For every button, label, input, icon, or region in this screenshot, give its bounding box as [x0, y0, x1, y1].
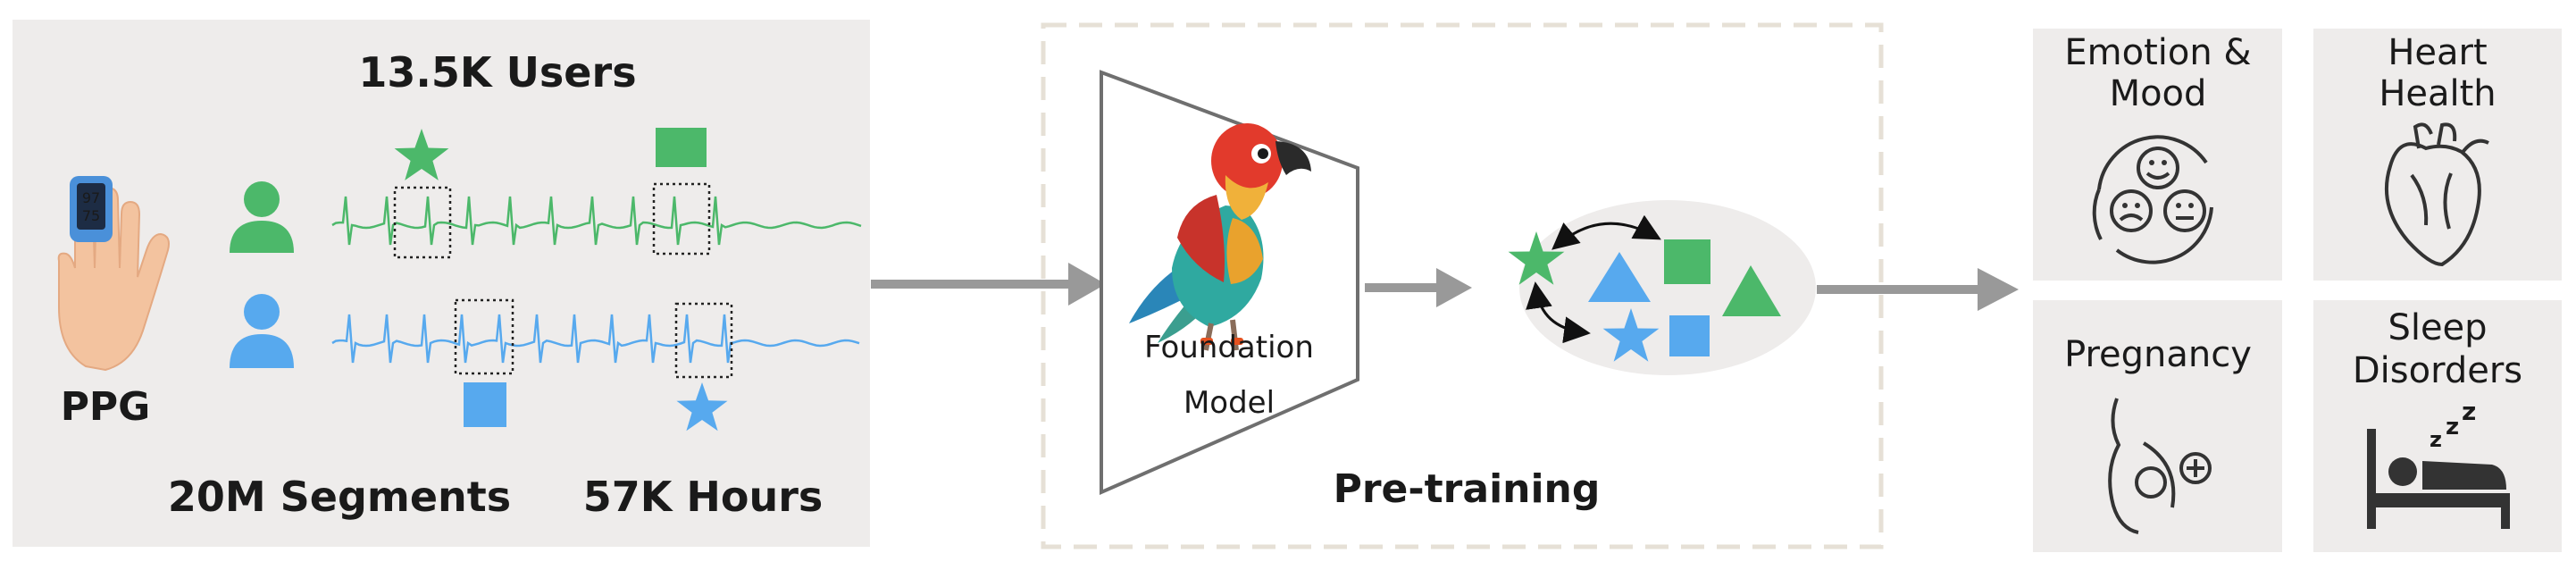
embedding-space: [1519, 200, 1816, 375]
arrow-to-tasks: [1817, 268, 2019, 311]
user-icon-green: [230, 181, 294, 253]
model-label-line2: Model: [1183, 385, 1275, 421]
users-label: 13.5K Users: [358, 48, 636, 96]
square-blue: [464, 382, 506, 427]
oximeter-reading-bottom: 75: [82, 207, 100, 224]
star-green: [1508, 231, 1565, 285]
z-icon: z: [2462, 397, 2476, 426]
star-blue: [1602, 308, 1660, 362]
ppg-label: PPG: [61, 384, 151, 430]
contrastive-arrow-top: [1551, 214, 1661, 250]
z-icon: z: [2430, 427, 2442, 452]
oximeter-reading-top: 97: [82, 189, 100, 206]
arrow-to-model: [871, 263, 1106, 306]
segments-label: 20M Segments: [168, 473, 511, 521]
task-label-heart-line1: Heart: [2388, 32, 2487, 73]
pregnancy-icon: [2108, 398, 2212, 534]
hours-label: 57K Hours: [583, 473, 824, 521]
task-tile-pregnancy: [2033, 300, 2282, 552]
task-tile-heart: [2313, 29, 2562, 281]
segment-box: [393, 186, 452, 259]
task-label-emotion-line1: Emotion &: [2064, 32, 2251, 73]
task-tile-emotion: [2033, 29, 2282, 281]
square-green: [1664, 239, 1710, 284]
square-green: [656, 128, 707, 167]
emotion-cycle-icon: [2092, 135, 2213, 264]
task-label-sleep-line1: Sleep: [2388, 307, 2487, 348]
user-icon-blue: [230, 294, 294, 368]
model-label-line1: Foundation: [1144, 330, 1314, 365]
ppg-waveform-blue: [331, 314, 860, 364]
segment-box: [674, 302, 733, 379]
sleep-bed-icon: z z z: [2367, 397, 2510, 529]
task-tile-sleep: [2313, 300, 2562, 552]
square-blue: [1669, 315, 1710, 356]
task-label-sleep-line2: Disorders: [2353, 350, 2522, 391]
task-label-heart-line2: Health: [2379, 73, 2496, 114]
star-green: [394, 129, 449, 180]
task-label-emotion-line2: Mood: [2110, 73, 2207, 114]
anatomical-heart-icon: [2384, 122, 2489, 267]
arrow-to-embedding: [1365, 268, 1472, 307]
z-icon: z: [2446, 414, 2459, 440]
segment-box: [454, 298, 514, 375]
pretraining-label: Pre-training: [1334, 466, 1601, 512]
task-label-pregnancy: Pregnancy: [2064, 334, 2252, 375]
star-blue: [676, 382, 728, 432]
segment-box: [652, 182, 711, 256]
triangle-green: [1722, 265, 1781, 316]
ppg-waveform-green: [331, 196, 862, 246]
hand-oximeter-icon: 97 75: [57, 176, 170, 372]
triangle-blue: [1588, 252, 1651, 302]
contrastive-arrow-bottom: [1526, 281, 1591, 344]
parrot-icon: [1129, 123, 1311, 351]
